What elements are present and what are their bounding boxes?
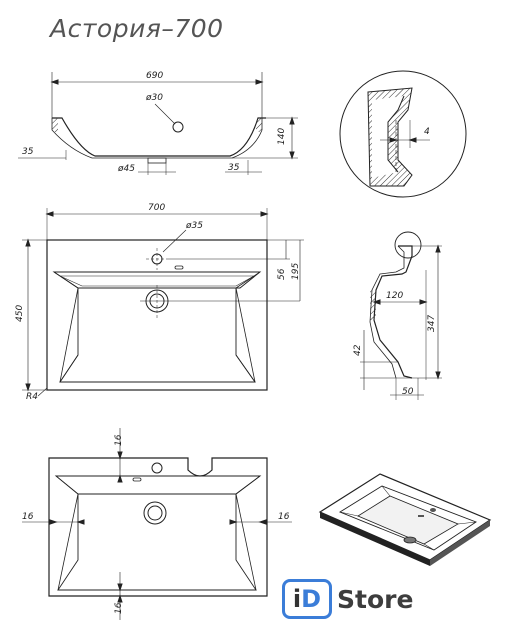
dim-347: 347	[427, 315, 437, 332]
isometric-view	[318, 473, 492, 566]
section-view	[360, 231, 442, 400]
dim-35-left: 35	[22, 147, 34, 157]
dim-hole-30: ø30	[145, 93, 163, 103]
dim-16-top: 16	[114, 434, 124, 446]
bottom-plan-view	[22, 428, 292, 620]
logo-wordmark: Store	[337, 584, 414, 614]
dim-50: 50	[402, 387, 414, 397]
dim-700: 700	[148, 203, 165, 213]
dim-16-bottom: 16	[114, 602, 124, 614]
dim-hole-35: ø35	[185, 221, 203, 231]
dim-4: 4	[424, 127, 430, 137]
dim-120: 120	[386, 291, 403, 301]
dim-16-left: 16	[22, 512, 34, 522]
front-elevation	[18, 72, 298, 175]
dim-35-right: 35	[228, 163, 240, 173]
dim-140: 140	[277, 128, 287, 145]
dim-195: 195	[291, 263, 301, 280]
product-title: Астория–700	[50, 14, 224, 43]
dim-450: 450	[15, 305, 25, 322]
dim-690: 690	[146, 71, 163, 81]
plan-view	[22, 208, 304, 397]
logo-letter-i: i	[292, 585, 302, 613]
dim-16-right: 16	[278, 512, 290, 522]
rim-detail	[339, 70, 467, 198]
dim-45: ø45	[117, 164, 135, 174]
dim-56: 56	[277, 268, 287, 280]
dim-42: 42	[353, 344, 363, 356]
dim-r4: R4	[26, 392, 38, 402]
logo-letter-d: D	[301, 585, 322, 613]
